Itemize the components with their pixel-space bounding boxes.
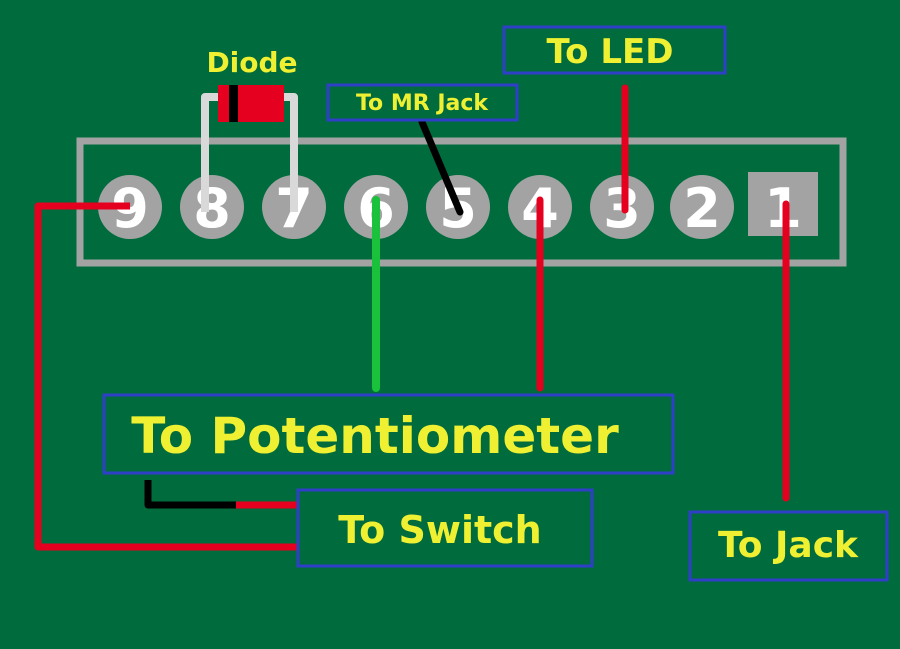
diode-component (218, 85, 284, 122)
label-box-led-frame (502, 25, 727, 75)
label-potentiometer: To Potentiometer (131, 407, 619, 465)
label-box-switch-frame (296, 488, 594, 568)
pin-8: 8 (180, 175, 244, 240)
label-box-jack-frame (688, 510, 889, 582)
wire-pot-black (144, 480, 236, 509)
label-box-potentiometer: To Potentiometer (102, 393, 675, 475)
label-box-led: To LED (502, 25, 727, 75)
pin-2-pad (670, 175, 734, 239)
pin-2: 2 (670, 175, 734, 240)
label-led: To LED (547, 32, 674, 72)
label-box-potentiometer-frame (102, 393, 675, 475)
label-diode: Diode (206, 46, 297, 79)
label-box-jack: To Jack (688, 510, 889, 582)
diode-lead-right (282, 93, 298, 212)
label-box-mr-jack: To MR Jack (326, 83, 519, 122)
pin-8-pad (180, 175, 244, 239)
diode-cathode-band (229, 85, 238, 122)
label-box-switch: To Switch (296, 488, 594, 568)
label-box-mr-jack-frame (326, 83, 519, 122)
pin-8-number: 8 (193, 177, 231, 240)
label-mr-jack: To MR Jack (356, 91, 489, 116)
wire-pin5-black (418, 118, 464, 216)
label-jack: To Jack (718, 525, 859, 566)
pin-2-number: 2 (683, 177, 721, 240)
label-switch: To Switch (338, 508, 541, 552)
diode-body (218, 85, 284, 122)
wire-pin9-to-switch (34, 202, 298, 551)
diode-lead-left (201, 93, 222, 212)
